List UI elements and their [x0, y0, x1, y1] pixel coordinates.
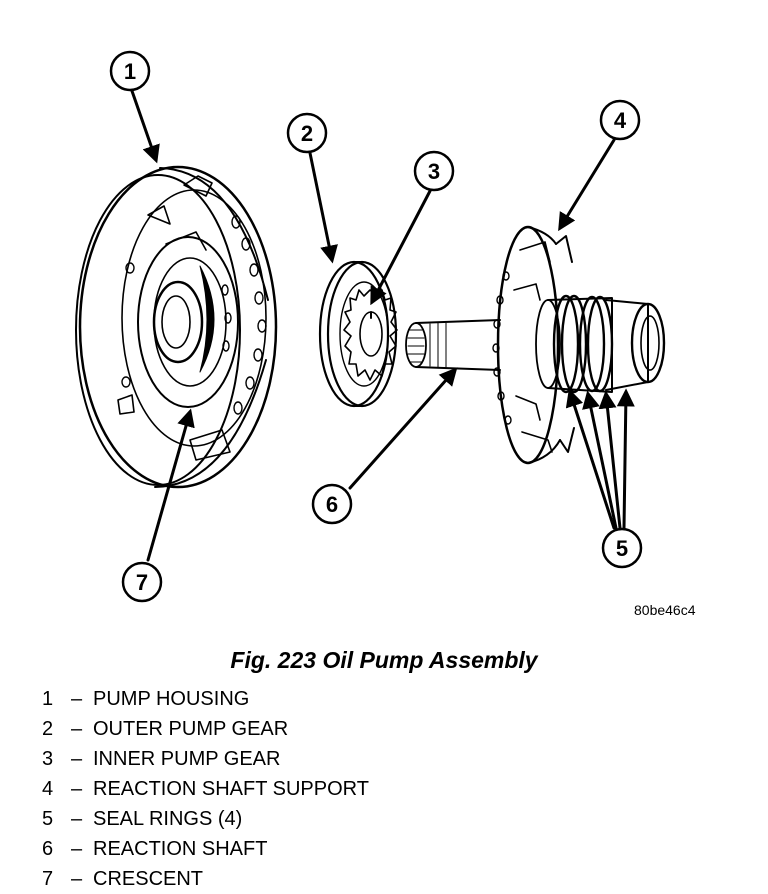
legend-item: 4–REACTION SHAFT SUPPORT — [42, 774, 369, 804]
legend-dash: – — [70, 688, 83, 710]
leader-arrow-6 — [348, 367, 458, 490]
reaction-shaft-support — [492, 225, 666, 465]
leader-arrow-4 — [558, 138, 616, 232]
legend-dash: – — [70, 868, 83, 890]
legend-text: REACTION SHAFT SUPPORT — [93, 778, 369, 800]
outer-pump-gear — [318, 260, 398, 408]
legend-text: SEAL RINGS (4) — [93, 808, 243, 830]
legend-text: INNER PUMP GEAR — [93, 748, 281, 770]
callout-3-number: 3 — [428, 159, 440, 184]
legend-number: 4 — [42, 778, 54, 800]
legend-text: PUMP HOUSING — [93, 688, 250, 710]
legend-item: 5–SEAL RINGS (4) — [42, 804, 369, 834]
callout-6: 6 — [311, 483, 353, 525]
callout-5: 5 — [601, 527, 643, 569]
callout-7: 7 — [121, 561, 163, 603]
legend-number: 2 — [42, 718, 54, 740]
leader-arrow-1 — [130, 89, 160, 164]
parts-legend: 1–PUMP HOUSING 2–OUTER PUMP GEAR 3–INNER… — [42, 684, 369, 894]
leader-arrow-2 — [308, 151, 338, 264]
legend-item: 3–INNER PUMP GEAR — [42, 744, 369, 774]
callout-4-number: 4 — [614, 108, 627, 133]
callout-1: 1 — [109, 50, 151, 92]
figure-code: 80be46c4 — [634, 602, 696, 618]
pump-housing — [75, 165, 278, 489]
leader-arrows — [130, 89, 635, 562]
callout-5-number: 5 — [616, 536, 628, 561]
leader-arrow-5a — [565, 388, 616, 530]
leader-arrow-5b — [582, 390, 618, 530]
legend-text: OUTER PUMP GEAR — [93, 718, 289, 740]
legend-dash: – — [70, 718, 83, 740]
legend-number: 5 — [42, 808, 54, 830]
legend-dash: – — [70, 838, 83, 860]
leader-arrow-5d — [616, 388, 635, 530]
legend-number: 3 — [42, 748, 54, 770]
callout-2: 2 — [286, 112, 328, 154]
leader-arrow-3 — [370, 189, 432, 306]
legend-dash: – — [70, 748, 83, 770]
exploded-view-diagram: 1 2 3 4 5 6 7 — [75, 50, 666, 603]
legend-item: 1–PUMP HOUSING — [42, 684, 369, 714]
leader-arrow-5c — [598, 390, 622, 530]
figure-caption: Fig. 223 Oil Pump Assembly — [230, 647, 538, 673]
legend-text: REACTION SHAFT — [93, 838, 268, 860]
legend-item: 2–OUTER PUMP GEAR — [42, 714, 369, 744]
legend-item: 7–CRESCENT — [42, 864, 369, 894]
legend-dash: – — [70, 778, 83, 800]
legend-number: 7 — [42, 868, 54, 890]
callout-7-number: 7 — [136, 570, 148, 595]
legend-item: 6–REACTION SHAFT — [42, 834, 369, 864]
leader-arrow-7 — [146, 408, 195, 562]
legend-dash: – — [70, 808, 83, 830]
legend-number: 1 — [42, 688, 54, 710]
legend-number: 6 — [42, 838, 54, 860]
callout-2-number: 2 — [301, 121, 313, 146]
inner-pump-gear — [343, 289, 398, 381]
callout-4: 4 — [599, 99, 641, 141]
callout-3: 3 — [413, 150, 455, 192]
legend-text: CRESCENT — [93, 868, 204, 890]
callout-6-number: 6 — [326, 492, 338, 517]
callout-1-number: 1 — [124, 59, 136, 84]
reaction-shaft — [405, 319, 501, 371]
